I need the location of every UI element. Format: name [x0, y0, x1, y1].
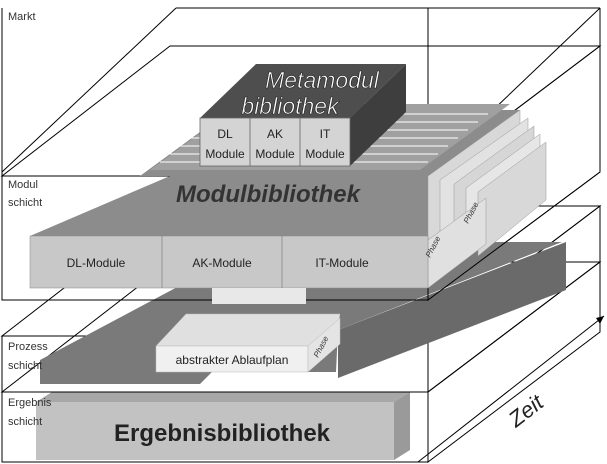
ergebnis-label-line2: schicht: [8, 416, 42, 428]
meta-it-line1: IT: [320, 127, 331, 141]
modul-it: IT-Module: [315, 256, 369, 270]
modul-ak: AK-Module: [192, 256, 252, 270]
modul-label-line2: schicht: [8, 197, 42, 209]
meta-it-line2: Module: [305, 147, 345, 161]
modul-dl: DL-Module: [67, 256, 126, 270]
modulbibliothek-title: Modulbibliothek: [176, 181, 362, 208]
meta-ak-line2: Module: [255, 147, 295, 161]
prozess-label-line1: Prozess: [8, 341, 48, 353]
modul-label-line1: Modul: [8, 179, 38, 191]
ergebnis-block-top: [36, 392, 410, 402]
meta-dl-line2: Module: [205, 147, 245, 161]
module-bar-shadow: [212, 288, 306, 304]
metamodul-title-line2: bibliothek: [241, 93, 340, 119]
prozess-label-line2: schicht: [8, 360, 42, 372]
markt-label: Markt: [8, 11, 36, 23]
meta-ak-line1: AK: [267, 127, 283, 141]
ablaufplan-label: abstrakter Ablaufplan: [176, 353, 289, 367]
ergebnis-block-side: [394, 392, 410, 460]
ergebnis-title: Ergebnisbibliothek: [114, 420, 331, 447]
ablaufplan-top: [156, 314, 340, 346]
ergebnis-label-line1: Ergebnis: [8, 397, 52, 409]
metamodul-title-line1: Metamodul: [265, 67, 380, 93]
meta-dl-line1: DL: [217, 127, 233, 141]
markt-left-edge: [2, 8, 176, 172]
